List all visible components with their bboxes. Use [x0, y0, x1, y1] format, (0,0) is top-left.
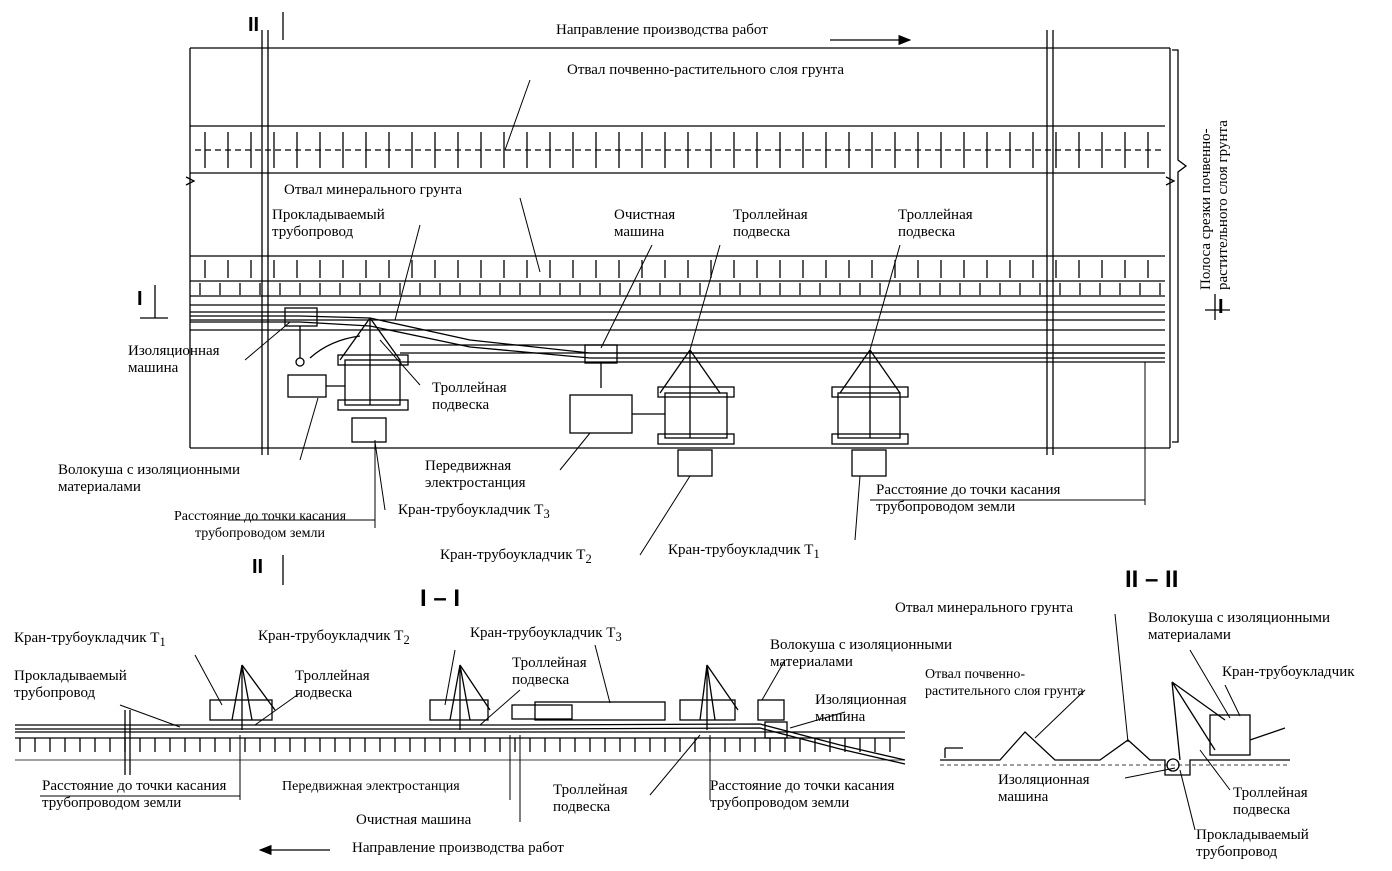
- plan-frame: [185, 12, 1188, 585]
- section-ii-title: II – II: [1125, 566, 1179, 593]
- plan-power-station: [569, 394, 633, 434]
- plan-insulation-machine-label: Изоляционная машина: [128, 343, 220, 376]
- section-i-pipeline-label: Прокладываемый трубопровод: [14, 668, 127, 701]
- plan-crane-t2-label: Кран-трубоукладчик Т2: [440, 547, 592, 566]
- section-i-trolley-b-label: Троллейная подвеска: [512, 655, 587, 688]
- plan-trolley-label-3: Троллейная подвеска: [432, 380, 507, 413]
- plan-pipeline-label: Прокладываемый трубопровод: [272, 207, 385, 240]
- section-ii-crane-label: Кран-трубоукладчик: [1222, 664, 1355, 680]
- section-ii-leaders: [1034, 613, 1241, 831]
- plan-trolley-label-1: Троллейная подвеска: [898, 207, 973, 240]
- plan-insulation-machine: [284, 307, 318, 327]
- plan-distance-right-label: Расстояние до точки касания трубопроводо…: [876, 482, 1061, 515]
- plan-topsoil-dump-label: Отвал почвенно-растительного слоя грунта: [567, 62, 845, 78]
- section-ii-drag-label: Волокуша с изоляционными материалами: [1148, 610, 1330, 643]
- plan-crane-t1-label: Кран-трубоукладчик Т1: [668, 542, 820, 561]
- plan-power-station-label: Передвижная электростанция: [425, 458, 526, 491]
- section-i-crane-t1-label: Кран-трубоукладчик Т1: [14, 630, 166, 649]
- plan-pipeline: [190, 315, 1165, 359]
- section-ii-insulation-machine-label: Изоляционная машина: [998, 772, 1090, 805]
- section-i-title: I – I: [420, 585, 461, 612]
- plan-mark-i-right: I: [1218, 296, 1224, 318]
- section-i-cranes: [209, 664, 788, 739]
- section-i-drag-label: Волокуша с изоляционными материалами: [770, 637, 952, 670]
- section-ii-topsoil-dump-label: Отвал почвенно-растительного слоя грунта: [925, 667, 1084, 699]
- plan-crane-t2: [632, 349, 735, 477]
- section-i-insulation-machine-label: Изоляционная машина: [815, 692, 907, 725]
- section-ii-ground: [940, 681, 1290, 776]
- plan-drag-label: Волокуша с изоляционными материалами: [58, 462, 240, 495]
- section-ii-pipeline-label: Прокладываемый трубопровод: [1196, 827, 1309, 860]
- section-i-crane-t3-label: Кран-трубоукладчик Т3: [470, 625, 622, 644]
- section-i-distance-right-label: Расстояние до точки касания трубопроводо…: [710, 778, 895, 811]
- section-i-distance-left-label: Расстояние до точки касания трубопроводо…: [42, 778, 227, 811]
- section-i-trolley-c-label: Троллейная подвеска: [553, 782, 628, 815]
- section-ii-mineral-dump-label: Отвал минерального грунта: [895, 600, 1074, 616]
- section-ii-trolley-label: Троллейная подвеска: [1233, 785, 1308, 818]
- plan-distance-left-label: Расстояние до точки касания трубопроводо…: [173, 509, 347, 541]
- section-i-direction-label: Направление производства работ: [352, 840, 564, 856]
- plan-mark-ii-bottom: II: [252, 556, 264, 578]
- plan-drag: [287, 374, 327, 398]
- section-i-crane-t2-label: Кран-трубоукладчик Т2: [258, 628, 410, 647]
- section-i-trolley-a-label: Троллейная подвеска: [295, 668, 370, 701]
- plan-mark-i-left: I: [137, 288, 143, 310]
- plan-strip-label: Полоса срезки почвенно-растительного сло…: [1198, 120, 1231, 290]
- plan-crane-t3-label: Кран-трубоукладчик Т3: [398, 502, 550, 521]
- plan-crane-t1: [831, 349, 909, 477]
- section-i-leaders: [40, 644, 846, 822]
- plan-direction-label: Направление производства работ: [556, 22, 768, 38]
- section-i-cleaning-machine-label: Очистная машина: [356, 812, 472, 828]
- plan-leaders: [228, 79, 1146, 556]
- section-i-ground: [15, 710, 906, 775]
- plan-cleaning-machine-label: Очистная машина: [614, 207, 676, 240]
- plan-mineral-dump-label: Отвал минерального грунта: [284, 182, 463, 198]
- section-i-power-station-label: Передвижная электростанция: [282, 779, 460, 794]
- plan-mark-ii-top: II: [248, 14, 260, 36]
- plan-trolley-label-2: Троллейная подвеска: [733, 207, 808, 240]
- plan-crane-t3: [337, 317, 409, 443]
